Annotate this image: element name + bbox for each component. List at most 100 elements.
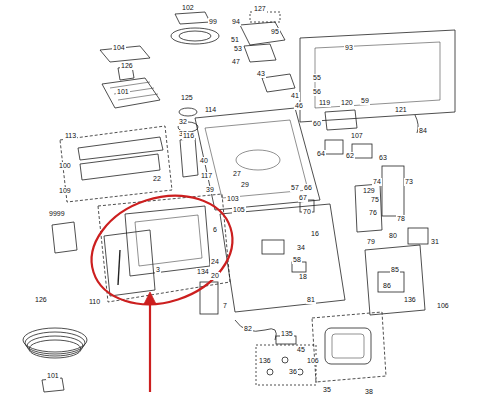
callout-number: 58 bbox=[292, 256, 302, 264]
filter-panel bbox=[325, 328, 371, 364]
door-group bbox=[98, 194, 230, 302]
filter-panel-inner bbox=[332, 334, 364, 358]
callout-number: 82 bbox=[243, 325, 253, 333]
callout-number: 79 bbox=[366, 238, 376, 246]
callout-number: 134 bbox=[196, 268, 210, 276]
callout-number: 120 bbox=[340, 99, 354, 107]
callout-number: 22 bbox=[152, 175, 162, 183]
callout-number: 116 bbox=[182, 132, 195, 140]
bracket bbox=[325, 110, 357, 130]
callout-number: 100 bbox=[58, 162, 72, 170]
coil bbox=[23, 328, 87, 358]
control-group bbox=[60, 126, 172, 202]
callout-number: 114 bbox=[204, 106, 217, 114]
callout-number: 63 bbox=[378, 154, 388, 162]
rack bbox=[102, 78, 160, 108]
base-plate bbox=[220, 204, 345, 312]
callout-number: 110 bbox=[88, 298, 101, 306]
dashed-group bbox=[250, 12, 280, 22]
back-panel-inner bbox=[315, 42, 440, 108]
callout-number: 40 bbox=[199, 157, 209, 165]
callout-number: 64 bbox=[316, 150, 326, 158]
callout-number: 56 bbox=[312, 88, 322, 96]
callout-number: 106 bbox=[436, 302, 450, 310]
callout-number: 101 bbox=[46, 372, 60, 380]
callout-number: 29 bbox=[240, 181, 250, 189]
turntable-ring bbox=[179, 31, 211, 41]
callout-number: 106 bbox=[306, 357, 320, 365]
callout-number: 45 bbox=[296, 346, 306, 354]
magnetron bbox=[355, 184, 382, 232]
component bbox=[378, 272, 404, 292]
coupler bbox=[179, 108, 197, 116]
component bbox=[325, 140, 343, 154]
highlight-arrowhead bbox=[144, 292, 156, 304]
callout-number: 101 bbox=[116, 88, 130, 96]
callout-number: 99 bbox=[208, 18, 218, 26]
callout-number: 43 bbox=[256, 70, 266, 78]
callout-number: 32 bbox=[178, 118, 188, 126]
turntable bbox=[171, 28, 219, 44]
callout-number: 126 bbox=[120, 62, 134, 70]
component bbox=[408, 228, 428, 244]
callout-number: 35 bbox=[322, 386, 332, 394]
callout-number: 62 bbox=[345, 152, 355, 160]
parts-bag bbox=[256, 345, 316, 385]
control-board bbox=[80, 154, 160, 180]
door-frame bbox=[125, 206, 210, 276]
callout-number: 102 bbox=[181, 4, 195, 12]
callout-number: 136 bbox=[258, 357, 272, 365]
callout-number: 59 bbox=[360, 97, 370, 105]
callout-number: 7 bbox=[222, 302, 228, 310]
callout-number: 104 bbox=[112, 44, 126, 52]
callout-number: 74 bbox=[372, 178, 382, 186]
callout-number: 73 bbox=[404, 178, 414, 186]
callout-number: 60 bbox=[312, 120, 322, 128]
callout-number: 107 bbox=[350, 132, 364, 140]
callout-number: 105 bbox=[232, 206, 246, 214]
callout-number: 136 bbox=[403, 296, 417, 304]
magnetron-plate bbox=[382, 166, 404, 216]
cavity-inner bbox=[205, 120, 308, 198]
callout-number: 127 bbox=[253, 5, 267, 13]
card bbox=[52, 222, 77, 253]
callout-number: 125 bbox=[180, 94, 194, 102]
callout-number: 24 bbox=[210, 258, 220, 266]
control-panel bbox=[78, 137, 163, 160]
callout-number: 20 bbox=[210, 272, 220, 280]
fan-motor bbox=[244, 44, 276, 62]
panel bbox=[365, 245, 425, 315]
callout-number: 93 bbox=[344, 44, 354, 52]
callout-number: 126 bbox=[34, 296, 48, 304]
callout-number: 81 bbox=[306, 296, 316, 304]
callout-number: 55 bbox=[312, 74, 322, 82]
callout-number: 86 bbox=[382, 282, 392, 290]
callout-number: 117 bbox=[200, 172, 213, 180]
callout-number: 57 bbox=[290, 184, 300, 192]
callout-number: 16 bbox=[310, 230, 320, 238]
callout-number: 75 bbox=[370, 196, 380, 204]
callout-number: 80 bbox=[388, 232, 398, 240]
door-window bbox=[135, 215, 202, 266]
callout-number: 6 bbox=[212, 226, 218, 234]
door-panel bbox=[104, 230, 155, 296]
callout-number: 36 bbox=[288, 368, 298, 376]
callout-number: 70 bbox=[302, 208, 312, 216]
callout-number: 67 bbox=[298, 194, 308, 202]
callout-number: 47 bbox=[231, 58, 241, 66]
highlight-arrow bbox=[149, 300, 151, 392]
callout-number: 85 bbox=[390, 266, 400, 274]
callout-number: 95 bbox=[270, 28, 280, 36]
callout-number: 103 bbox=[226, 195, 240, 203]
callout-number: 31 bbox=[430, 238, 440, 246]
callout-number: 39 bbox=[205, 186, 215, 194]
callout-number: 113 bbox=[64, 132, 77, 140]
callout-number: 94 bbox=[231, 18, 241, 26]
callout-number: 53 bbox=[233, 45, 243, 53]
fan-housing bbox=[240, 22, 285, 45]
callout-number: 84 bbox=[418, 127, 428, 135]
callout-number: 27 bbox=[232, 170, 242, 178]
